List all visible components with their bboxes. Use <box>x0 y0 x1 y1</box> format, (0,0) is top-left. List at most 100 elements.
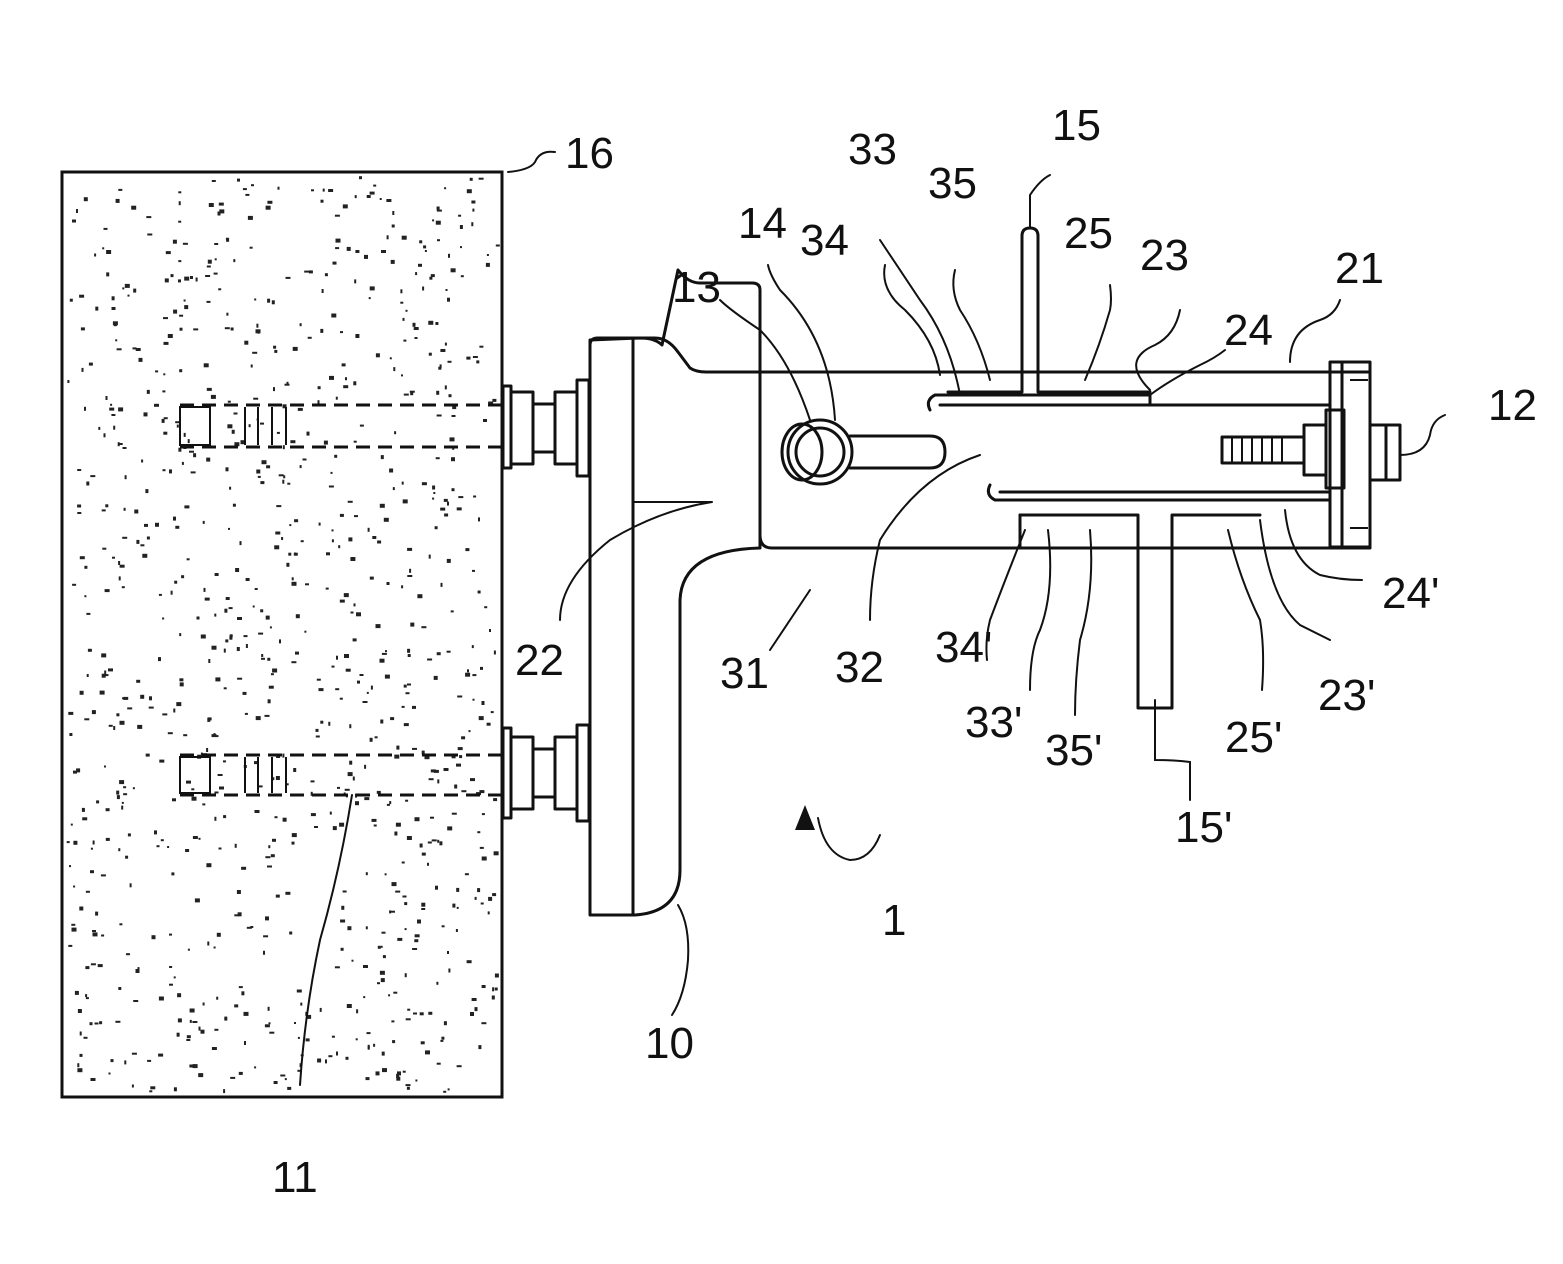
concrete-speck <box>86 612 91 615</box>
concrete-speck <box>169 966 173 968</box>
concrete-speck <box>379 658 385 663</box>
concrete-speck <box>143 412 148 417</box>
concrete-speck <box>391 1020 395 1023</box>
concrete-speck <box>364 797 370 801</box>
concrete-speck <box>98 426 101 430</box>
concrete-speck <box>86 674 89 677</box>
concrete-speck <box>190 471 196 474</box>
concrete-speck <box>291 833 297 838</box>
concrete-speck <box>269 626 272 629</box>
concrete-speck <box>486 722 491 726</box>
concrete-speck <box>124 475 127 480</box>
concrete-speck <box>119 923 123 926</box>
concrete-speck <box>324 273 328 277</box>
concrete-speck <box>439 841 443 846</box>
concrete-speck <box>207 717 211 722</box>
label-34: 34 <box>800 216 849 265</box>
concrete-speck <box>141 459 144 463</box>
label-21: 21 <box>1335 244 1384 293</box>
concrete-speck <box>478 177 484 180</box>
concrete-speck <box>401 481 404 485</box>
slot <box>848 434 947 470</box>
concrete-speck <box>444 342 447 346</box>
concrete-speck <box>402 317 405 321</box>
concrete-speck <box>437 239 440 242</box>
concrete-speck <box>305 583 309 586</box>
concrete-speck <box>189 1019 192 1023</box>
concrete-speck <box>255 716 261 721</box>
concrete-speck <box>163 431 168 435</box>
concrete-speck <box>491 995 495 1000</box>
concrete-speck <box>224 608 228 613</box>
concrete-speck <box>493 851 499 856</box>
concrete-speck <box>186 780 191 784</box>
concrete-speck <box>492 987 495 992</box>
concrete-speck <box>253 397 259 400</box>
concrete-speck <box>404 973 407 978</box>
concrete-speck <box>164 278 169 283</box>
concrete-speck <box>443 1021 447 1026</box>
concrete-speck <box>400 289 403 294</box>
concrete-speck <box>122 287 125 290</box>
concrete-speck <box>181 461 184 465</box>
concrete-speck <box>459 225 463 229</box>
concrete-speck <box>102 547 107 550</box>
concrete-speck <box>113 726 116 730</box>
concrete-speck <box>290 440 296 444</box>
concrete-speck <box>347 772 353 777</box>
concrete-speck <box>112 556 115 559</box>
concrete-speck <box>472 674 477 677</box>
concrete-speck <box>335 688 340 691</box>
concrete-speck <box>336 1051 338 1056</box>
concrete-speck <box>466 189 472 194</box>
concrete-speck <box>317 1058 322 1063</box>
concrete-speck <box>77 1068 83 1073</box>
concrete-speck <box>430 769 436 773</box>
concrete-speck <box>409 568 412 573</box>
concrete-speck <box>310 780 315 783</box>
concrete-speck <box>401 235 407 240</box>
concrete-speck <box>380 978 385 983</box>
concrete-speck <box>457 747 463 751</box>
concrete-speck <box>369 191 375 195</box>
inner-arm <box>926 393 1332 502</box>
concrete-speck <box>272 668 278 673</box>
concrete-speck <box>493 650 496 655</box>
concrete-speck <box>124 1060 127 1065</box>
concrete-speck <box>119 780 125 785</box>
concrete-speck <box>124 283 130 288</box>
concrete-speck <box>193 453 197 458</box>
concrete-speck <box>208 659 211 663</box>
concrete-speck <box>427 841 432 844</box>
concrete-speck <box>112 321 118 326</box>
concrete-speck <box>428 778 434 781</box>
concrete-speck <box>471 998 477 1001</box>
concrete-speck <box>243 1011 249 1016</box>
concrete-speck <box>214 791 219 794</box>
concrete-speck <box>108 1072 111 1075</box>
concrete-speck <box>381 931 386 934</box>
concrete-speck <box>86 481 90 486</box>
concrete-speck <box>428 352 432 356</box>
concrete-speck <box>77 1063 80 1068</box>
concrete-speck <box>328 189 334 192</box>
concrete-speck <box>480 902 484 905</box>
concrete-speck <box>105 396 108 400</box>
concrete-speck <box>451 488 455 492</box>
concrete-speck <box>176 702 182 707</box>
concrete-speck <box>464 873 469 876</box>
concrete-speck <box>74 990 79 995</box>
concrete-speck <box>404 902 408 906</box>
concrete-speck <box>370 685 373 690</box>
concrete-speck <box>169 983 173 986</box>
concrete-speck <box>134 509 139 514</box>
label-12: 12 <box>1488 381 1537 430</box>
concrete-speck <box>252 351 258 354</box>
concrete-speck <box>486 254 489 256</box>
label-32: 32 <box>835 643 884 692</box>
upper-nut-set <box>501 378 591 478</box>
concrete-speck <box>323 440 328 445</box>
concrete-speck <box>300 1002 303 1006</box>
concrete-speck <box>285 783 289 786</box>
concrete-speck <box>436 1062 441 1065</box>
